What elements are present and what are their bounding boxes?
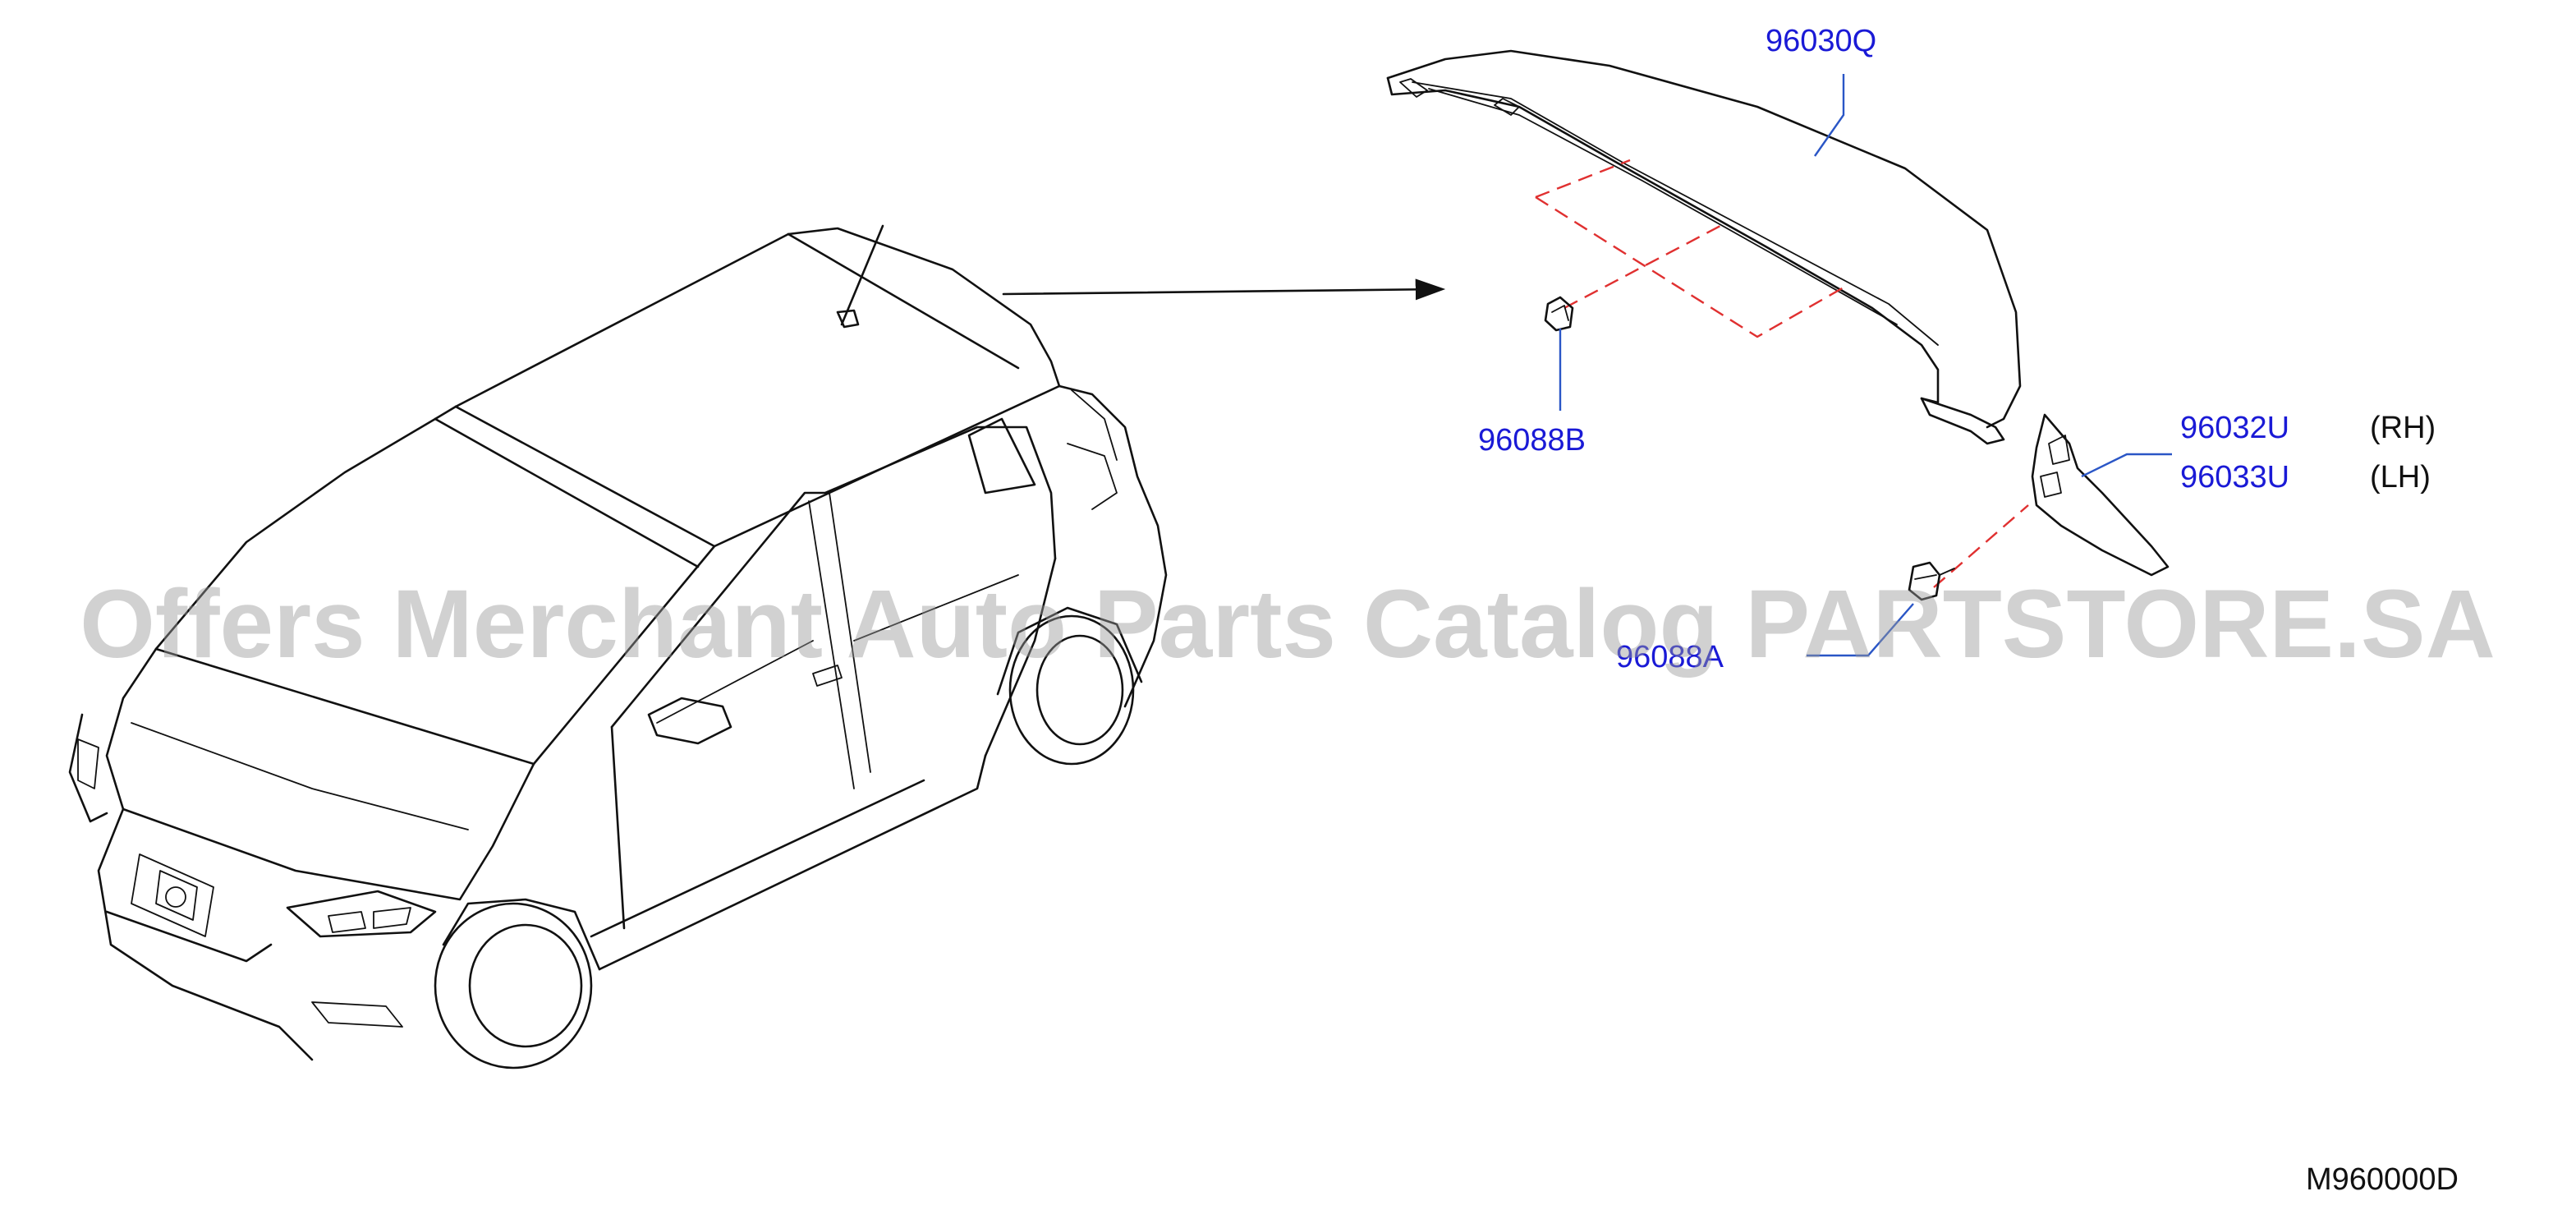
part-label-96030q[interactable]: 96030Q	[1766, 24, 1876, 58]
side-label-rh: (RH)	[2370, 411, 2436, 445]
part-label-96088b[interactable]: 96088B	[1478, 423, 1586, 458]
part-label-96033u[interactable]: 96033U	[2180, 460, 2289, 494]
clip-96088b-drawing	[1544, 296, 1574, 332]
leader-lines	[1559, 74, 2172, 657]
diagram-reference-code: M960000D	[2306, 1162, 2459, 1197]
part-label-96088a[interactable]: 96088A	[1616, 640, 1724, 674]
side-trim-drawing	[2031, 413, 2170, 577]
screw-96088a-drawing	[1908, 561, 1955, 601]
side-label-lh: (LH)	[2370, 460, 2431, 494]
watermark-text: Offers Merchant Auto Parts Catalog PARTS…	[80, 570, 2496, 678]
assembly-guides	[1535, 159, 2029, 588]
callout-arrow	[1002, 278, 1446, 301]
part-label-96032u[interactable]: 96032U	[2180, 411, 2289, 445]
rear-spoiler-drawing	[1386, 49, 2022, 445]
vehicle-illustration	[68, 224, 1168, 1070]
